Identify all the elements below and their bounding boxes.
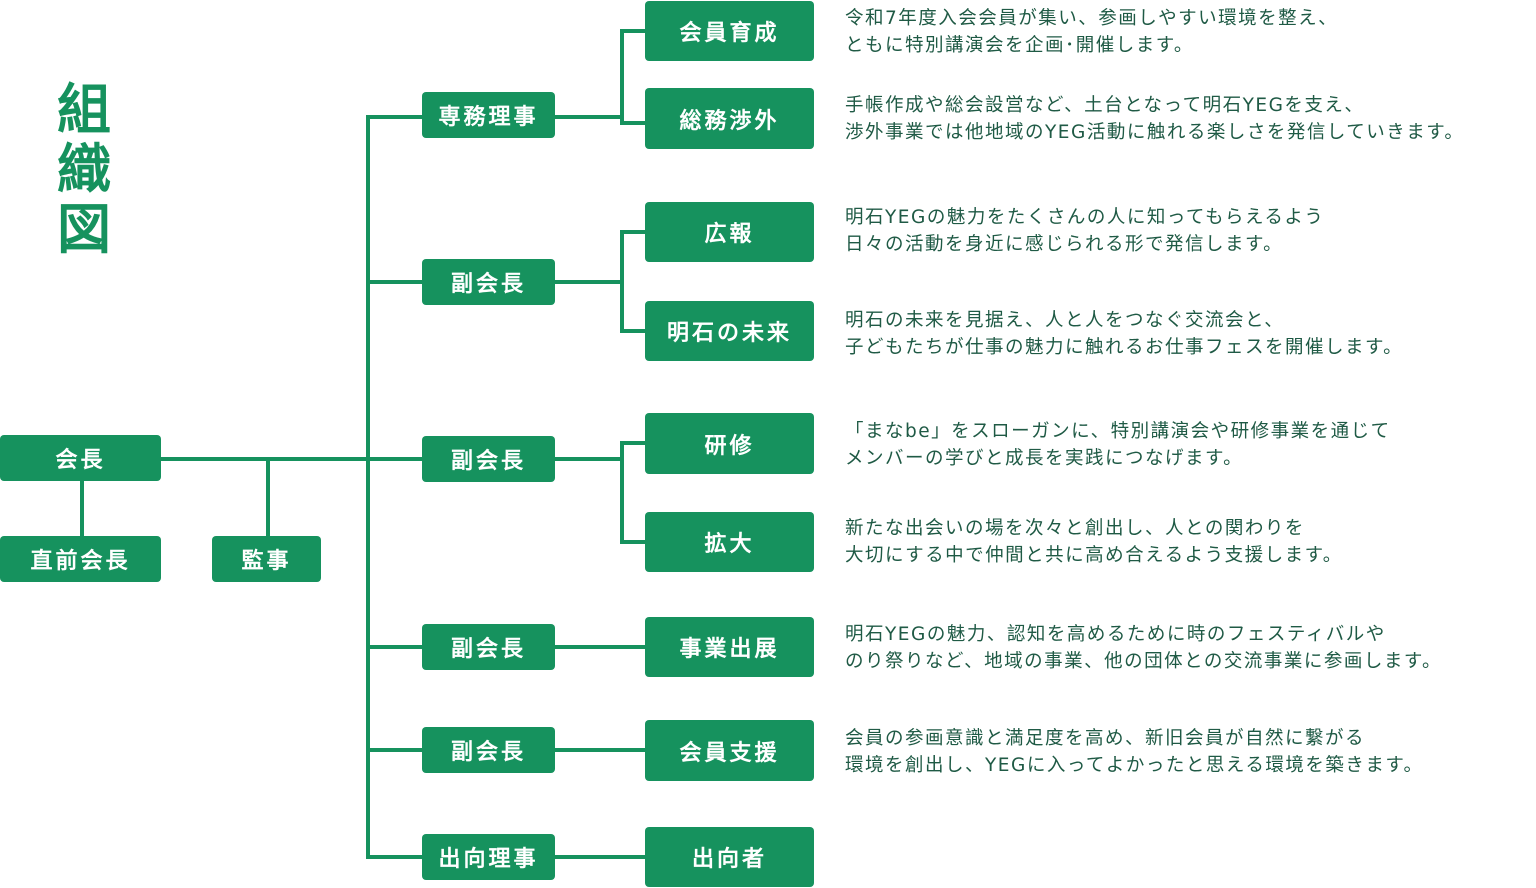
description-general-affairs: 手帳作成や総会設営など、土台となって明石YEGを支え、 渉外事業では他地域のYE…	[845, 92, 1464, 146]
description-line: 手帳作成や総会設営など、土台となって明石YEGを支え、	[845, 95, 1365, 116]
connector-branch-0	[555, 115, 624, 119]
title-char: 組	[57, 78, 111, 141]
past-president-label: 直前会長	[30, 549, 131, 574]
description-line: のり祭りなど、地域の事業、他の団体との交流事業に参画します。	[845, 651, 1443, 672]
officer-box-executive-director: 専務理事	[422, 92, 555, 138]
committee-box-member-development: 会員育成	[645, 1, 814, 61]
committee-label: 研修	[704, 433, 755, 459]
description-line: メンバーの学びと成長を実践につなげます。	[845, 448, 1244, 469]
description-line: 子どもたちが仕事の魅力に触れるお仕事フェスを開催します。	[845, 337, 1404, 358]
description-line: ともに特別講演会を企画･開催します。	[845, 35, 1194, 56]
page-title: 組 織 図	[52, 80, 116, 260]
connector-branch-1	[555, 280, 624, 284]
committee-label: 出向者	[691, 847, 767, 872]
officer-label: 副会長	[450, 272, 526, 297]
committee-box-expansion: 拡大	[645, 512, 814, 572]
officer-box-vice-president-2: 副会長	[422, 436, 555, 482]
officer-label: 副会長	[450, 740, 526, 765]
connector-branch-1-b	[620, 329, 645, 333]
committee-box-training: 研修	[645, 413, 814, 474]
past-president-box: 直前会長	[0, 536, 161, 582]
officer-label: 出向理事	[438, 847, 539, 872]
description-line: 日々の活動を身近に感じられる形で発信します。	[845, 234, 1284, 255]
committee-box-seconded: 出向者	[645, 827, 814, 887]
committee-box-member-support: 会員支援	[645, 720, 814, 781]
officer-label: 副会長	[450, 449, 526, 474]
description-member-support: 会員の参画意識と満足度を高め、新旧会員が自然に繋がる 環境を創出し、YEGに入っ…	[845, 725, 1424, 779]
officer-box-vice-president-3: 副会長	[422, 624, 555, 670]
title-char: 図	[57, 198, 111, 261]
description-line: 令和7年度入会会員が集い、参画しやすい環境を整え、	[845, 8, 1339, 29]
description-akashi-future: 明石の未来を見据え、人と人をつなぐ交流会と、 子どもたちが仕事の魅力に触れるお仕…	[845, 307, 1403, 361]
connector-branch-2-a	[620, 441, 645, 445]
committee-label: 広報	[704, 222, 755, 247]
officer-label: 専務理事	[438, 105, 539, 130]
president-box: 会長	[0, 435, 161, 481]
connector-officer-2	[366, 457, 422, 461]
description-line: 明石YEGの魅力をたくさんの人に知ってもらえるよう	[845, 207, 1325, 228]
connector-branch-0-b	[620, 121, 645, 125]
committee-box-general-affairs: 総務渉外	[645, 88, 814, 149]
committee-label: 会員育成	[679, 21, 780, 46]
connector-branch-2-v	[620, 441, 624, 544]
committee-label: 総務渉外	[679, 108, 780, 134]
connector-auditor	[266, 459, 270, 536]
description-line: 「まなbe」をスローガンに、特別講演会や研修事業を通じて	[845, 421, 1391, 442]
title-char: 織	[57, 138, 111, 201]
connector-branch-3	[555, 645, 645, 649]
description-line: 明石YEGの魅力、認知を高めるために時のフェスティバルや	[845, 624, 1386, 645]
description-line: 環境を創出し、YEGに入ってよかったと思える環境を築きます。	[845, 755, 1424, 776]
description-line: 明石の未来を見据え、人と人をつなぐ交流会と、	[845, 310, 1285, 331]
description-line: 渉外事業では他地域のYEG活動に触れる楽しさを発信していきます。	[845, 122, 1465, 143]
connector-branch-4	[555, 748, 645, 752]
connector-branch-0-a	[620, 29, 645, 33]
auditor-box: 監事	[212, 536, 321, 582]
description-public-relations: 明石YEGの魅力をたくさんの人に知ってもらえるよう 日々の活動を身近に感じられる…	[845, 204, 1324, 258]
committee-label: 会員支援	[679, 740, 780, 766]
committee-label: 拡大	[704, 532, 755, 557]
connector-officer-3	[366, 645, 422, 649]
connector-officer-5	[366, 855, 422, 859]
president-label: 会長	[55, 448, 106, 473]
connector-officer-4	[366, 748, 422, 752]
description-expansion: 新たな出会いの場を次々と創出し、人との関わりを 大切にする中で仲間と共に高め合え…	[845, 515, 1343, 569]
connector-spine	[366, 115, 370, 859]
connector-officer-0	[366, 115, 422, 119]
connector-officer-1	[366, 280, 422, 284]
connector-branch-1-v	[620, 230, 624, 333]
committee-box-akashi-future: 明石の未来	[645, 301, 814, 361]
officer-box-vice-president-4: 副会長	[422, 727, 555, 773]
committee-label: 事業出展	[679, 637, 780, 662]
connector-branch-2-b	[620, 540, 645, 544]
officer-box-vice-president-1: 副会長	[422, 259, 555, 305]
description-line: 会員の参画意識と満足度を高め、新旧会員が自然に繋がる	[845, 728, 1366, 749]
description-line: 新たな出会いの場を次々と創出し、人との関わりを	[845, 518, 1305, 539]
connector-branch-0-v	[620, 29, 624, 125]
description-member-development: 令和7年度入会会員が集い、参画しやすい環境を整え、 ともに特別講演会を企画･開催…	[845, 5, 1338, 59]
connector-branch-2	[555, 457, 624, 461]
connector-branch-5	[555, 855, 645, 859]
description-line: 大切にする中で仲間と共に高め合えるよう支援します。	[845, 545, 1343, 566]
description-exhibitions: 明石YEGの魅力、認知を高めるために時のフェスティバルや のり祭りなど、地域の事…	[845, 621, 1442, 675]
auditor-label: 監事	[241, 549, 292, 574]
description-training: 「まなbe」をスローガンに、特別講演会や研修事業を通じて メンバーの学びと成長を…	[845, 418, 1391, 472]
committee-box-public-relations: 広報	[645, 202, 814, 262]
connector-branch-1-a	[620, 230, 645, 234]
committee-label: 明石の未来	[666, 321, 792, 346]
officer-box-seconded-director: 出向理事	[422, 834, 555, 880]
committee-box-exhibitions: 事業出展	[645, 617, 814, 677]
connector-president-past	[80, 481, 84, 536]
officer-label: 副会長	[450, 637, 526, 662]
